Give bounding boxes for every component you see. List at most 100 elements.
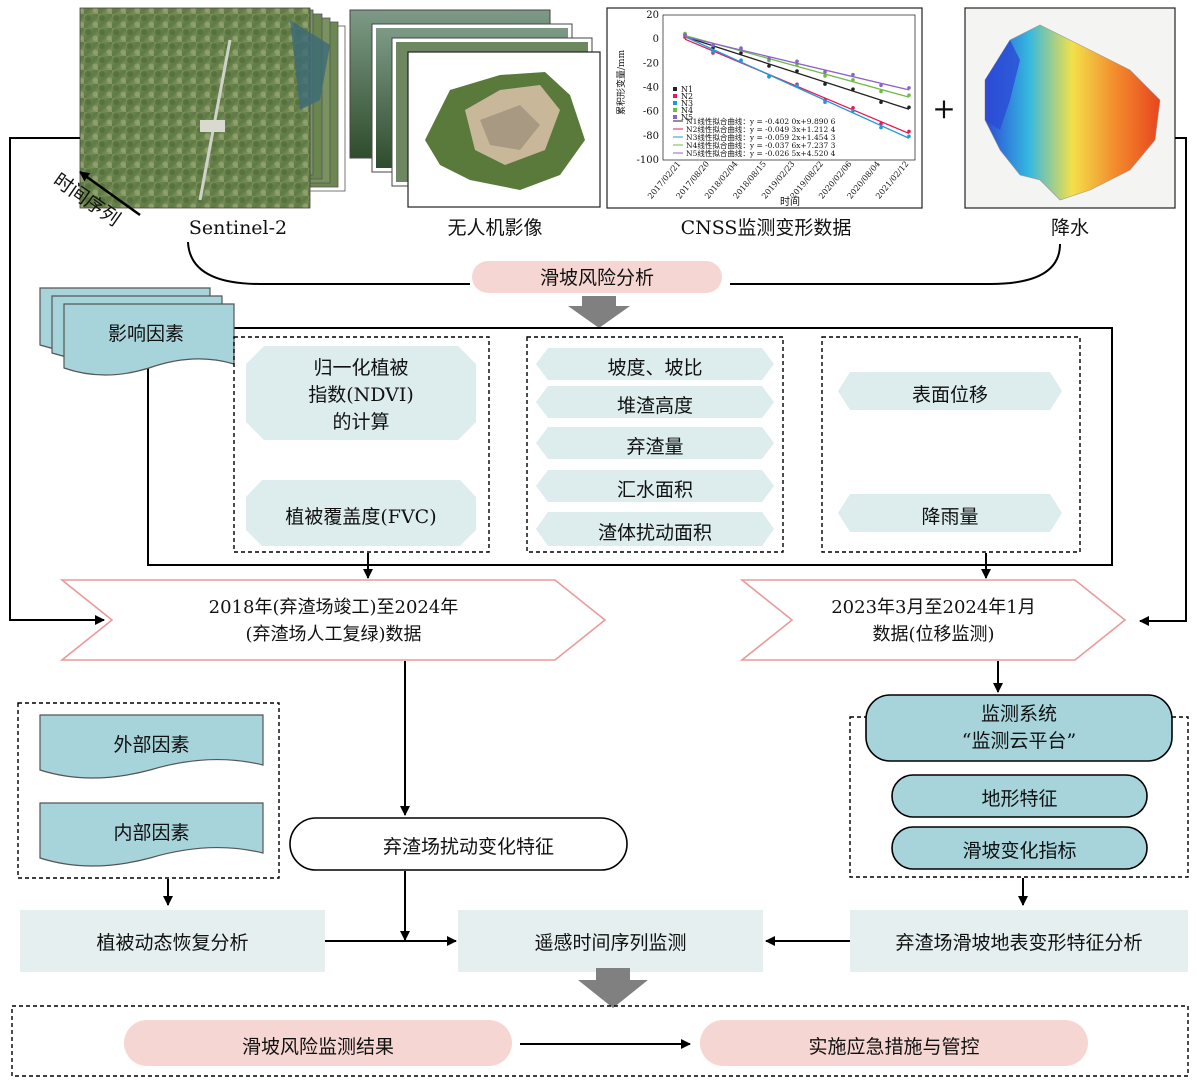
sentinel-loop-line [9, 137, 105, 625]
surface-disp-box [838, 372, 1062, 410]
pile-height-label: 堆渣高度 [616, 395, 693, 417]
catchment-label: 汇水面积 [616, 479, 693, 501]
gnss-point [823, 70, 827, 74]
gnss-point [851, 106, 855, 110]
gnss-point [795, 69, 799, 73]
right-period-chevron [739, 579, 1127, 661]
rainfall-box [838, 494, 1062, 532]
slag-factor-chevrons [536, 348, 774, 546]
gnss-point [851, 72, 855, 77]
landslide-index-box [891, 826, 1148, 870]
gnss-point [795, 83, 799, 88]
gnss-point [739, 58, 743, 62]
disturb-area-label: 渣体扰动面积 [597, 522, 712, 544]
gnss-ytick: -80 [643, 131, 659, 142]
internal-factor-label: 内部因素 [113, 822, 190, 844]
gnss-legend-marker [673, 101, 677, 105]
gnss-legend-label: N4 [681, 106, 693, 115]
gnss-ytick: -100 [637, 155, 659, 166]
deformation-analysis-box [850, 910, 1188, 972]
veg-recovery-label: 植被动态恢复分析 [96, 932, 249, 954]
gnss-point [767, 56, 771, 61]
disturbance-box [289, 817, 628, 871]
gnss-point [711, 43, 715, 48]
factor-group-displacement [821, 336, 1081, 553]
gnss-point [823, 100, 827, 104]
monitoring-system-label: 监测系统 “监测云平台” [961, 703, 1077, 752]
slag-amount-label: 弃渣量 [626, 436, 684, 458]
gnss-point [795, 59, 799, 64]
gnss-ytick: -20 [643, 58, 659, 69]
gnss-point [907, 105, 911, 110]
gnss-point [907, 93, 911, 97]
gnss-point [823, 82, 827, 86]
uav-image-stack [349, 9, 601, 208]
gnss-point [711, 49, 715, 54]
influence-factors-title: 影响因素 [108, 323, 184, 345]
gnss-point [907, 86, 911, 90]
gnss-point [851, 87, 855, 91]
right-period-label: 2023年3月至2024年1月 数据(位移监测) [831, 597, 1036, 645]
gnss-point [739, 46, 743, 50]
gray-arrow-top [568, 296, 630, 328]
gnss-point [879, 89, 883, 94]
gnss-legend-marker [673, 87, 677, 91]
gnss-fit-line [684, 36, 910, 110]
analysis-title: 滑坡风险分析 [540, 267, 654, 289]
rain-label: 降水 [1051, 217, 1089, 239]
gnss-chart: 200-20-40-60-80-1002017/02/212017/08/202… [606, 7, 923, 209]
gnss-point [767, 64, 771, 68]
external-factor-label: 外部因素 [113, 734, 190, 756]
rs-monitoring-box [458, 910, 763, 972]
factor-group-slag [526, 336, 784, 553]
gnss-point [907, 134, 911, 139]
rainfall-label: 降雨量 [921, 506, 979, 528]
ndvi-box [246, 346, 476, 440]
emergency-measures-pill [700, 1020, 1088, 1066]
results-frame [11, 1005, 1189, 1077]
gnss-fit-label: N2线性拟合曲线：y = -0.049 3x+1.212 4 [686, 124, 836, 134]
gnss-point [879, 83, 883, 88]
gnss-legend-label: N1 [681, 85, 693, 94]
monitoring-system-box [865, 694, 1173, 762]
gnss-point [851, 77, 855, 82]
internal-factor-doc [39, 802, 264, 867]
monitoring-result-label: 滑坡风险监测结果 [241, 1036, 394, 1058]
gnss-legend-marker [673, 108, 677, 112]
gnss-legend-label: N2 [681, 92, 693, 101]
factor-group-vegetation [233, 336, 490, 553]
external-factor-doc [39, 714, 264, 779]
monitoring-result-pill [124, 1020, 512, 1066]
gnss-legend-label: N5 [681, 113, 693, 122]
terrain-feature-box [891, 774, 1148, 818]
sentinel-image-stack [79, 7, 346, 209]
sentinel-label: Sentinel-2 [189, 217, 287, 239]
gnss-ytick: 0 [653, 34, 659, 45]
ndvi-label: 归一化植被 指数(NDVI) 的计算 [308, 357, 414, 433]
gnss-fit-line [684, 36, 910, 91]
gnss-point [683, 32, 687, 37]
gnss-point [879, 125, 883, 130]
gnss-ytick: -60 [643, 107, 659, 118]
gnss-label: CNSS监测变形数据 [681, 217, 852, 239]
landslide-index-label: 滑坡变化指标 [962, 840, 1077, 862]
rainfall-map [964, 7, 1176, 209]
rs-monitoring-label: 遥感时间序列监测 [534, 932, 687, 954]
gnss-point [907, 129, 911, 134]
gnss-point [879, 100, 883, 104]
gnss-legend-label: N3 [681, 99, 693, 108]
gnss-fit-label: N1线性拟合曲线：y = -0.402 0x+9.890 6 [686, 116, 836, 126]
gnss-legend-marker [673, 94, 677, 98]
gnss-point [851, 109, 855, 113]
gnss-ytick: -40 [643, 83, 659, 94]
gnss-fit-label: N5线性拟合曲线：y = -0.026 5x+4.520 4 [686, 148, 836, 158]
uav-label: 无人机影像 [447, 217, 542, 239]
gnss-point [767, 75, 771, 79]
gnss-ytick: 20 [646, 10, 659, 21]
disturbance-label: 弃渣场扰动变化特征 [382, 836, 554, 858]
gnss-point [823, 74, 827, 78]
emergency-measures-label: 实施应急措施与管控 [808, 1036, 980, 1058]
gnss-point [739, 51, 743, 55]
gnss-fit-label: N4线性拟合曲线：y = -0.037 6x+7.237 3 [686, 140, 836, 150]
